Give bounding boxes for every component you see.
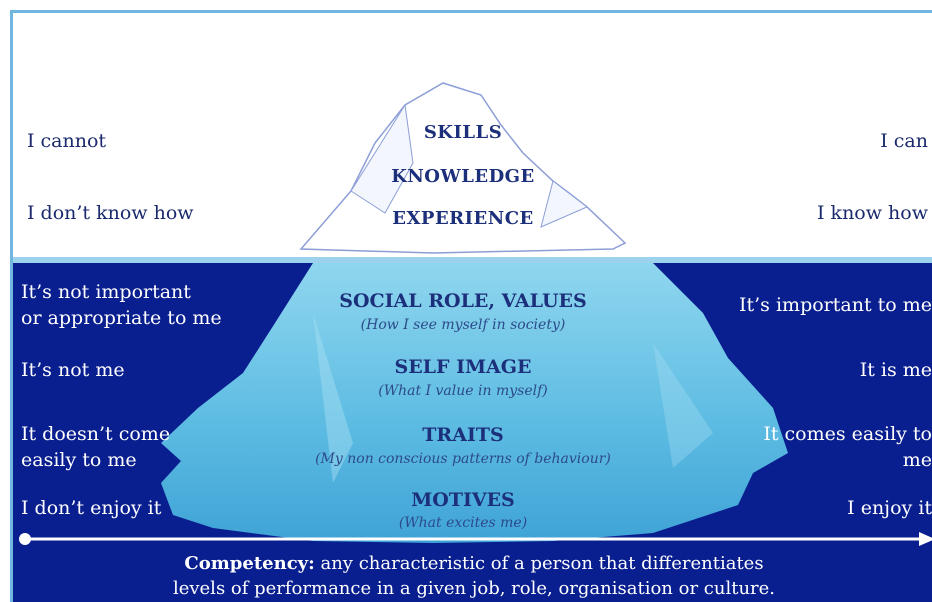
ice-facet (313, 313, 353, 483)
label-i-know-how: I know how (817, 202, 928, 224)
layer-social-role-subtitle: (How I see myself in society) (360, 317, 566, 333)
label-not-me: It’s not me (21, 359, 125, 381)
ice-facet (540, 180, 588, 228)
definition-term: Competency: (184, 553, 315, 574)
axis-arrowhead (919, 532, 932, 546)
definition-line-2: levels of performance in a given job, ro… (172, 578, 776, 599)
tip-experience: EXPERIENCE (392, 208, 534, 229)
label-doesnt-come-easily: It doesn’t come easily to me (21, 423, 171, 471)
label-not-important: It’s not important or appropriate to me (21, 281, 222, 329)
tip-knowledge: KNOWLEDGE (391, 166, 535, 187)
label-enjoy-it: I enjoy it (847, 497, 932, 519)
label-it-is-me: It is me (859, 359, 932, 381)
layer-traits-subtitle: (My non conscious patterns of behaviour) (315, 451, 611, 467)
ice-facet (350, 103, 414, 214)
layer-self-image-subtitle: (What I value in myself) (378, 383, 548, 399)
ice-facet (653, 343, 713, 468)
label-dont-enjoy: I don’t enjoy it (21, 497, 162, 519)
iceberg-illustration (13, 82, 932, 546)
layer-motives-subtitle: (What excites me) (398, 515, 528, 531)
layer-self-image-title: SELF IMAGE (394, 356, 532, 378)
competency-definition: Competency: any characteristic of a pers… (13, 551, 932, 601)
water-line (13, 257, 932, 263)
label-important-to-me: It’s important to me (739, 294, 932, 316)
submerged-iceberg (161, 263, 788, 543)
layer-social-role-title: SOCIAL ROLE, VALUES (339, 290, 587, 312)
layer-traits-title: TRAITS (422, 424, 504, 446)
tip-skills: SKILLS (423, 122, 503, 143)
label-i-cannot: I cannot (27, 130, 107, 152)
definition-line-1: Competency: any characteristic of a pers… (13, 551, 932, 576)
definition-text: any characteristic of a person that diff… (314, 553, 764, 574)
layer-motives-title: MOTIVES (411, 489, 515, 511)
axis-start-dot (19, 533, 31, 545)
iceberg-diagram: I cannot I don’t know how I can I know h… (10, 10, 932, 602)
label-i-can: I can (880, 130, 928, 152)
label-i-dont-know-how: I don’t know how (27, 202, 194, 224)
label-comes-easily: It comes easily to me (763, 423, 932, 471)
